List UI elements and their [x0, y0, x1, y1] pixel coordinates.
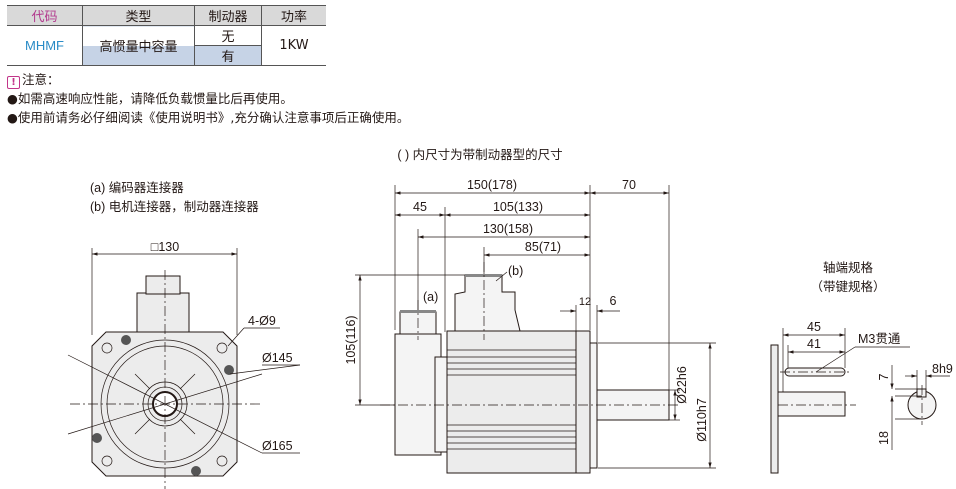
label-a: (a) — [423, 290, 438, 304]
notes: !注意： ●如需高速响应性能，请降低负载惯量比后再使用。 ●使用前请务必仔细阅读… — [7, 70, 409, 127]
cell-brake-yes: 有 — [194, 45, 262, 66]
shaft-subtitle: （带键规格） — [810, 279, 885, 294]
thread-label: M3贯通 — [858, 332, 901, 346]
legend-b: (b) 电机连接器，制动器连接器 — [90, 199, 259, 214]
dim-height: 105(116) — [344, 315, 358, 364]
side-view: 150(178) 70 45 105(133) 130(158) 85(71) … — [344, 178, 716, 474]
cell-type: 高惯量中容量 — [82, 25, 195, 66]
dim-shaft-dia: Ø22h6 — [675, 366, 689, 404]
caption: ( ) 内尺寸为带制动器型的尺寸 — [397, 147, 562, 162]
warning-icon: ! — [7, 76, 20, 89]
legend-a: (a) 编码器连接器 — [90, 180, 184, 195]
shaft-title: 轴端规格 — [823, 260, 874, 275]
dim-len1: 45 — [807, 320, 821, 334]
dim-key-width: 8h9 — [932, 362, 953, 376]
dim-holes: 4-Ø9 — [248, 314, 276, 328]
dim-square: □130 — [151, 240, 179, 254]
notes-title: 注意： — [22, 72, 60, 87]
dim-shaft-length: 70 — [622, 178, 636, 192]
dim-shaft-h: 18 — [877, 431, 891, 445]
dim-connector-a: 130(158) — [483, 222, 533, 236]
label-b: (b) — [508, 264, 523, 278]
dim-pcd: Ø145 — [262, 351, 293, 365]
mount-hole-icon — [101, 342, 228, 467]
front-view: □130 4-Ø9 Ø145 Ø165 — [67, 240, 301, 489]
cell-code: MHMF — [7, 25, 83, 66]
dim-encoder-offset: 45 — [413, 200, 427, 214]
shaft-detail: 轴端规格 （带键规格） 45 41 M3贯通 7 18 8h9 — [770, 260, 953, 474]
dim-total-length: 150(178) — [467, 178, 517, 192]
dim-key-depth: 7 — [877, 373, 891, 380]
note-item: ●如需高速响应性能，请降低负载惯量比后再使用。 — [7, 91, 293, 106]
dim-connector-b: 85(71) — [525, 240, 561, 254]
header-code: 代码 — [7, 5, 83, 26]
cell-power: 1KW — [261, 25, 326, 66]
spec-table: 代码 类型 制动器 功率 MHMF 高惯量中容量 无 1KW 有 — [7, 5, 326, 66]
dim-pilot-dia: Ø110h7 — [695, 398, 709, 442]
note-item: ●使用前请务必仔细阅读《使用说明书》,充分确认注意事项后正确使用。 — [7, 110, 410, 125]
header-brake: 制动器 — [194, 5, 262, 26]
dim-pilot: 6 — [610, 294, 617, 308]
header-power: 功率 — [261, 5, 326, 26]
dim-body-length: 105(133) — [493, 200, 543, 214]
dim-flange: 12 — [579, 296, 591, 308]
dim-len2: 41 — [807, 337, 821, 351]
dim-outer: Ø165 — [262, 439, 293, 453]
